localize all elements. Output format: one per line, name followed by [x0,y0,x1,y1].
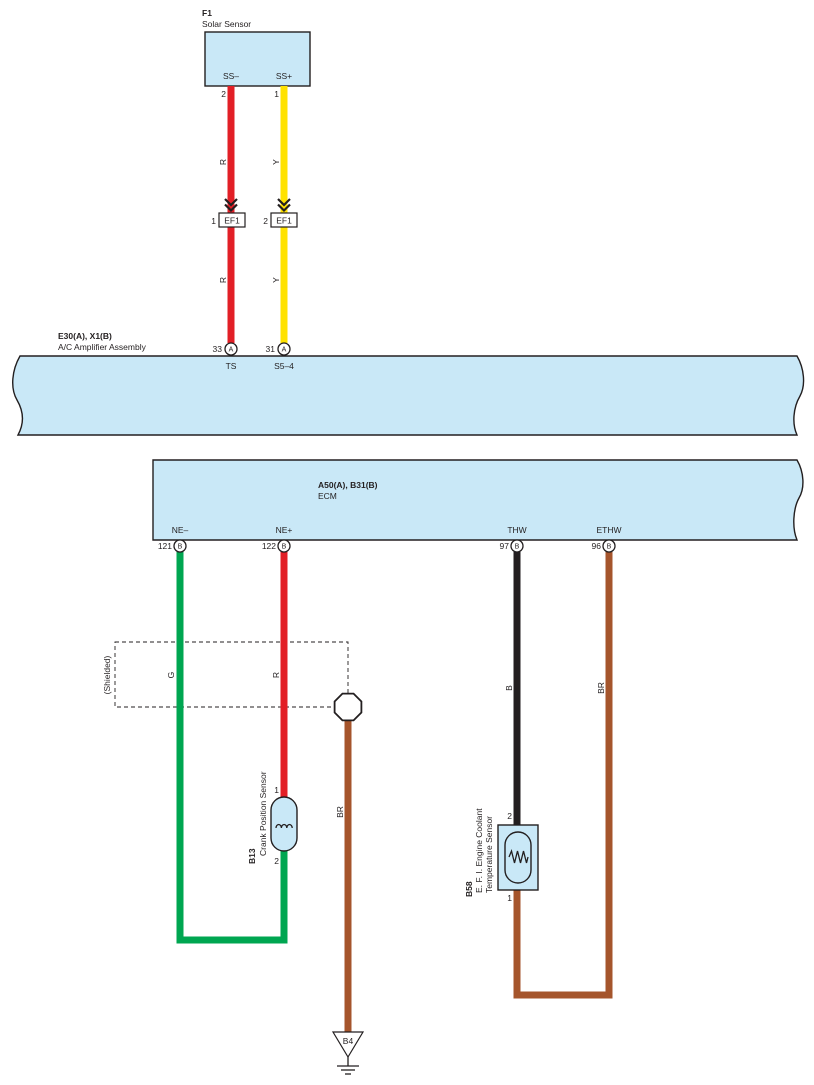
solar-sensor-pin-label-ss-minus: SS– [223,71,239,81]
wire-s5-color-code: Y [271,277,281,283]
coolant-temperature-sensor-pin-bottom: 1 [507,893,512,903]
ecm-body [152,459,804,541]
ecm-name: ECM [318,491,337,501]
crank-position-sensor-code: B13 [247,848,257,864]
ecm-pin-ethw-label: ETHW [596,525,621,535]
coolant-temperature-sensor-name-line2: Temperature Sensor [484,816,494,893]
solar-sensor-body [204,31,311,87]
crank-position-sensor-name: Crank Position Sensor [258,771,268,856]
solar-sensor-pin-number-ss-plus: 1 [274,89,279,99]
crank-position-sensor-pin-top: 1 [274,785,279,795]
ground-point-code: B4 [343,1036,354,1046]
ecm-code: A50(A), B31(B) [318,480,378,490]
coolant-temperature-sensor-pin-top: 2 [507,811,512,821]
ac-amplifier-pin-s5-connector: A [282,347,287,354]
ef1-chevron-icon [224,198,238,213]
ecm-pin-thw-label: THW [507,525,526,535]
wire-s5-color-code: Y [271,159,281,165]
ecm-pin-thw-number: 97 [500,541,510,551]
ecm-pin-ne-minus-connector: B [178,544,183,551]
ground-point-triangle [331,1031,365,1059]
ac-amplifier-pin-s5-number: 31 [266,344,276,354]
ecm-pin-ethw-connector: B [607,544,612,551]
shield-label: (Shielded) [102,655,112,694]
ac-amplifier-name: A/C Amplifier Assembly [58,342,147,352]
wire-ts-color-code: R [218,277,228,283]
wire-ts-color-code: R [218,159,228,165]
ef1-chevron-icon [277,198,291,213]
ac-amplifier-pin-s5-circle [277,342,291,356]
shield-boundary [114,641,349,708]
crank-position-sensor-pin-bottom: 2 [274,856,279,866]
shield-junction-octagon [333,692,363,722]
ecm-pin-ne-minus-number: 121 [158,541,172,551]
ecm-pin-ne-plus-label: NE+ [276,525,293,535]
ecm-pin-ne-plus-number: 122 [262,541,276,551]
ef1-pin-number-red: 1 [211,216,216,226]
ground-icon [337,1057,359,1075]
ac-amplifier-pin-s5-label: S5–4 [274,361,294,371]
ef1-connector-label: EF1 [276,216,292,226]
ac-amplifier-body [12,355,805,436]
wire-ethw [513,552,613,999]
wire-ne-minus [176,552,288,944]
ac-amplifier-pin-ts-label: TS [226,361,237,371]
wire-ne-minus-color-code: G [166,672,176,679]
coil-icon [275,823,293,829]
thermistor-capsule [504,831,532,884]
wire-shield-drain-color-code: BR [335,806,345,818]
thermistor-icon [508,848,529,864]
wire-thw-color-code: B [504,685,514,691]
ef1-connector-box [218,212,246,228]
ecm-pin-ne-plus-circle [277,539,291,553]
solar-sensor-pin-number-ss-minus: 2 [221,89,226,99]
ecm-pin-ethw-number: 96 [592,541,602,551]
coolant-temperature-sensor-name-line1: E. F. I. Engine Coolant [474,808,484,893]
ef1-connector-box [270,212,298,228]
ecm-pin-ethw-circle [602,539,616,553]
ac-amplifier-pin-ts-circle [224,342,238,356]
wire-ethw-color-code: BR [596,682,606,694]
solar-sensor-name: Solar Sensor [202,19,251,29]
ac-amplifier-pin-ts-connector: A [229,347,234,354]
ecm-pin-ne-minus-circle [173,539,187,553]
ecm-pin-ne-minus-label: NE– [172,525,189,535]
ecm-pin-thw-connector: B [515,544,520,551]
solar-sensor-code: F1 [202,8,212,18]
ac-amplifier-code: E30(A), X1(B) [58,331,112,341]
ecm-pin-thw-circle [510,539,524,553]
coolant-temperature-sensor-code: B58 [464,881,474,897]
solar-sensor-pin-label-ss-plus: SS+ [276,71,292,81]
ef1-pin-number-yellow: 2 [263,216,268,226]
ecm-pin-ne-plus-connector: B [282,544,287,551]
ac-amplifier-pin-ts-number: 33 [213,344,223,354]
ef1-connector-label: EF1 [224,216,240,226]
wire-ne-plus-color-code: R [271,672,281,678]
